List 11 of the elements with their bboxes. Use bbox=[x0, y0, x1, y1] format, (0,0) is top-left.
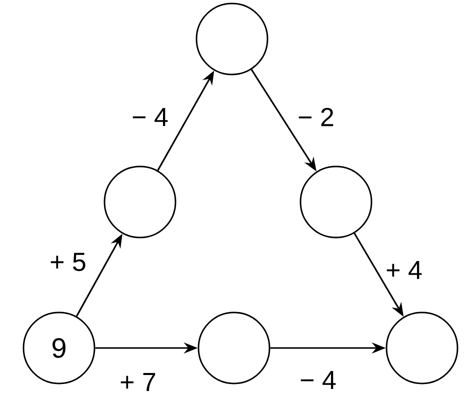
edge-label: − 4 bbox=[130, 107, 170, 127]
empty-circle bbox=[104, 166, 176, 238]
edge-label: + 5 bbox=[48, 252, 88, 272]
edge-label: − 2 bbox=[296, 106, 336, 128]
edge-label: − 4 bbox=[298, 370, 338, 390]
empty-circle bbox=[196, 2, 268, 76]
edge-label: + 4 bbox=[384, 260, 424, 280]
edge-label: + 7 bbox=[118, 372, 158, 392]
empty-circle bbox=[386, 312, 458, 384]
empty-circle bbox=[198, 312, 270, 384]
empty-circle bbox=[300, 166, 372, 238]
